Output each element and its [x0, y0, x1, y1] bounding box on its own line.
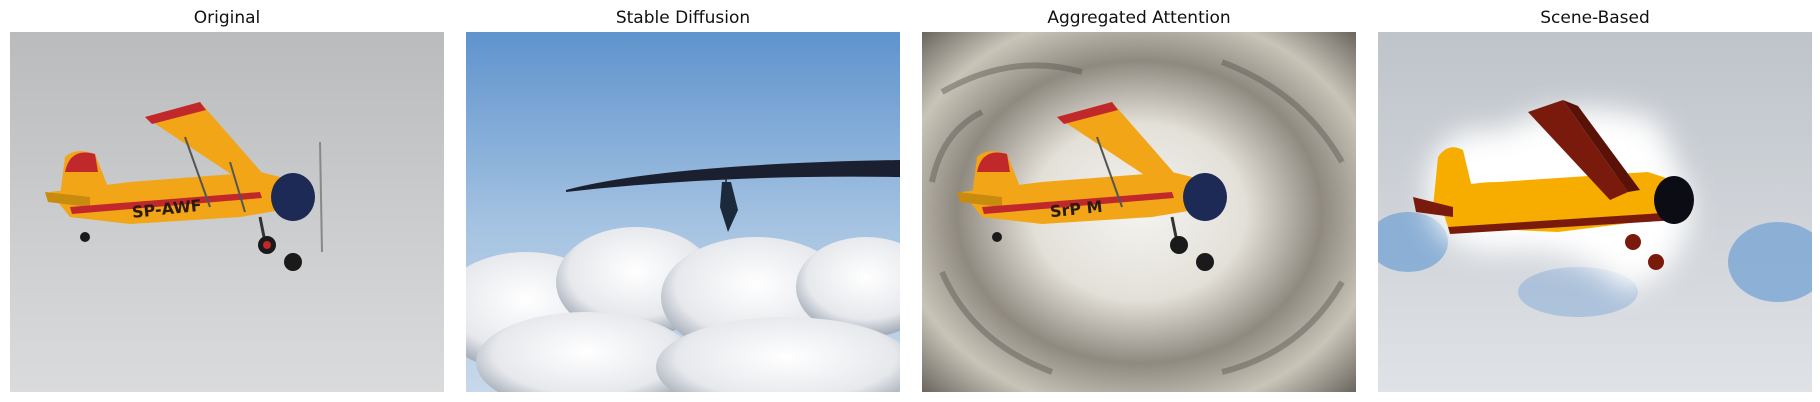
stable-diffusion-image	[466, 32, 900, 392]
cartoon-airplane	[1413, 100, 1694, 270]
scene-based-photo	[1378, 32, 1812, 392]
aggregated-attention-image: SrP M	[922, 32, 1356, 392]
panel-title: Stable Diffusion	[615, 8, 751, 28]
airplane	[957, 102, 1227, 271]
glider	[566, 160, 900, 232]
panel-title: Aggregated Attention	[1047, 8, 1231, 28]
scene-based-image	[1378, 32, 1812, 392]
panel-stable-diffusion: Stable Diffusion	[466, 0, 900, 402]
aggregated-attention-photo: SrP M	[922, 32, 1356, 392]
stable-diffusion-photo	[466, 32, 900, 392]
original-image: SP-AWF	[10, 32, 444, 392]
panel-title: Scene-Based	[1540, 8, 1650, 28]
panel-original: Original	[10, 0, 444, 402]
panel-aggregated-attention: Aggregated Attention	[922, 0, 1356, 402]
original-photo: SP-AWF	[10, 32, 444, 392]
clouds	[466, 227, 900, 392]
sky-patches	[1378, 212, 1812, 317]
swirl-streaks	[929, 59, 1345, 375]
panel-scene-based: Scene-Based	[1378, 0, 1812, 402]
panel-title: Original	[193, 8, 261, 28]
airplane	[45, 102, 323, 271]
